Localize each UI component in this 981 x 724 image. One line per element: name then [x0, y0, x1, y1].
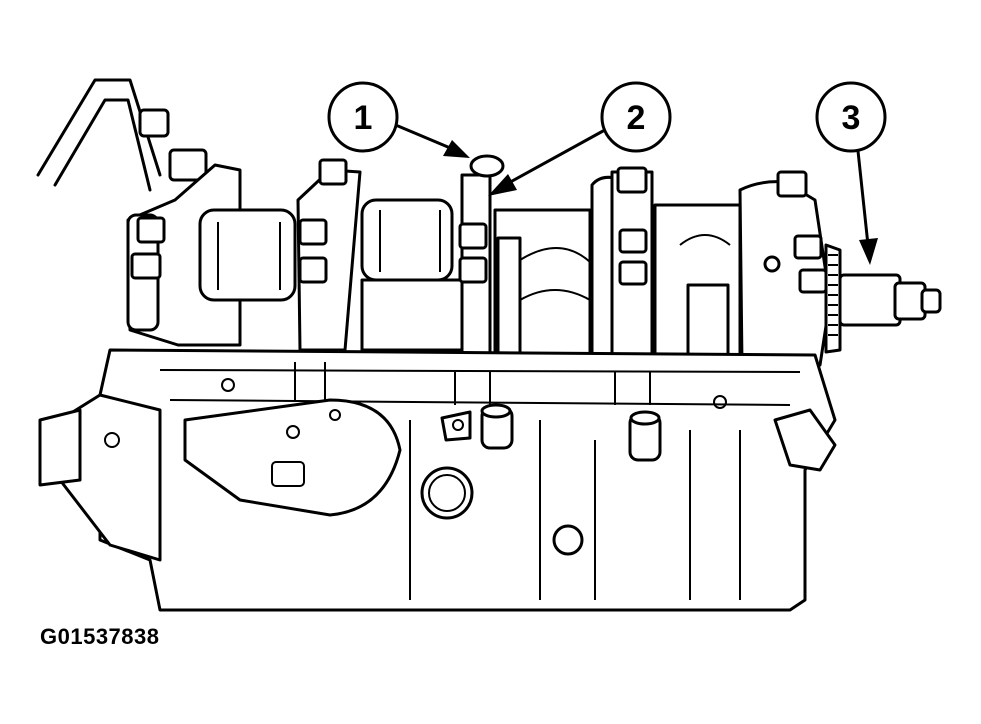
upper-left-bracket: [36, 78, 208, 192]
callout-3-label: 3: [842, 99, 861, 137]
callout-2: 2: [488, 81, 672, 196]
callout-1: 1: [327, 81, 470, 158]
callout-1-arrowhead: [443, 140, 470, 158]
figure-id: G01537838: [40, 624, 160, 649]
crankshaft-assembly: [126, 154, 942, 367]
callout-2-arrowhead: [488, 174, 517, 196]
callout-2-label: 2: [627, 99, 646, 137]
callout-1-label: 1: [354, 99, 373, 137]
engine-block: [38, 348, 837, 612]
callout-3-arrowhead: [859, 238, 878, 265]
callout-3: 3: [815, 81, 887, 265]
